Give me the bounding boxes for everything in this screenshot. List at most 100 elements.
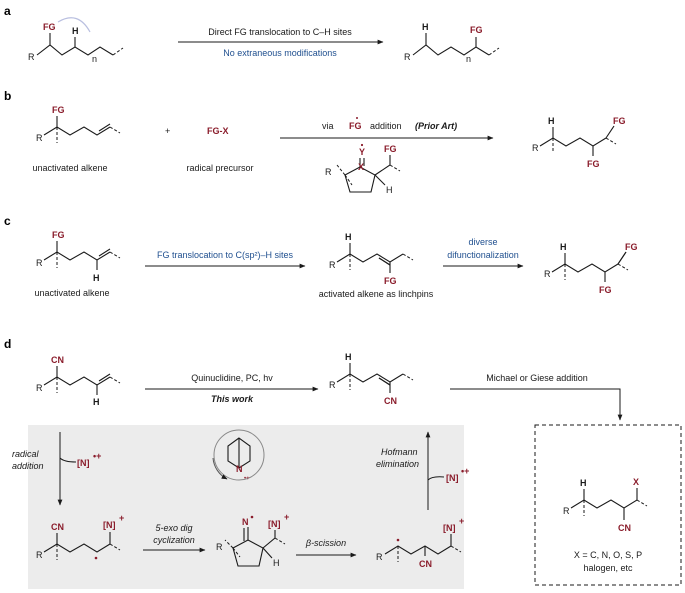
- radical-addition-text-2: addition: [12, 461, 44, 471]
- quinuclidine-catalyst-icon: N •+: [212, 429, 265, 482]
- product-x-scope-2: halogen, etc: [583, 563, 633, 573]
- h-label: H: [72, 26, 79, 36]
- intermediate-radical-adduct: CN R [N] +: [36, 513, 124, 560]
- n-subscript: n: [92, 54, 97, 64]
- product-scope-box: [534, 424, 682, 586]
- panel-a-arrow-bottom-text: No extraneous modifications: [223, 48, 337, 58]
- h-label: H: [580, 478, 587, 488]
- radical-addition-text-1: radical: [12, 449, 40, 459]
- n-atom-label: N: [242, 517, 249, 527]
- x-label: X: [358, 162, 364, 172]
- fg-label: FG: [470, 25, 483, 35]
- panel-d-activated-alkene: H R CN: [329, 352, 414, 406]
- r-label: R: [36, 258, 43, 268]
- h-label: H: [345, 352, 352, 362]
- r-label: R: [216, 542, 223, 552]
- r-label: R: [28, 52, 35, 62]
- r-label: R: [532, 143, 539, 153]
- caption-activated-alkene: activated alkene as linchpins: [319, 289, 434, 299]
- fg-radical-text: FG: [349, 121, 362, 131]
- cyclization-text-1: 5-exo dig: [155, 523, 192, 533]
- h-label: H: [345, 232, 352, 242]
- cn-label: CN: [51, 522, 64, 532]
- caption-unactivated-alkene: unactivated alkene: [34, 288, 109, 298]
- hofmann-text-2: elimination: [376, 459, 419, 469]
- cn-label: CN: [384, 396, 397, 406]
- panel-c-arrow2-text-2: difunctionalization: [447, 250, 519, 260]
- beta-scission-text: β-scission: [305, 538, 346, 548]
- intermediate-scission-product: R CN [N] +: [376, 516, 464, 569]
- fg-label: FG: [613, 116, 626, 126]
- panel-c-arrow1-text: FG translocation to C(sp²)–H sites: [157, 250, 294, 260]
- panel-c-activated-alkene: H R FG: [329, 232, 414, 286]
- fg-label: FG: [384, 276, 397, 286]
- caption-unactivated-alkene: unactivated alkene: [32, 163, 107, 173]
- plus-charge: +: [284, 512, 289, 522]
- via-text: via: [322, 121, 334, 131]
- translocation-curved-arrow: [57, 17, 91, 33]
- h-label: H: [93, 397, 100, 407]
- plus-charge: +: [119, 513, 124, 523]
- panel-b-cyclic-intermediate: Y X R FG H: [325, 143, 401, 195]
- addition-text: addition: [370, 121, 402, 131]
- panel-a-arrow-top-text: Direct FG translocation to C–H sites: [208, 27, 352, 37]
- h-label: H: [548, 116, 555, 126]
- r-label: R: [329, 380, 336, 390]
- plus-charge: +: [459, 516, 464, 526]
- conditions-text: Quinuclidine, PC, hv: [191, 373, 273, 383]
- r-label: R: [544, 269, 551, 279]
- cyclization-text-2: cyclization: [153, 535, 195, 545]
- fg-label: FG: [52, 230, 65, 240]
- reagent-fg-x: FG-X: [207, 126, 229, 136]
- panel-label-b: b: [4, 89, 11, 103]
- fg-label: FG: [52, 105, 65, 115]
- cn-label: CN: [419, 559, 432, 569]
- panel-c-product: H R FG FG: [544, 242, 638, 295]
- panel-a-start-molecule: FG H R n: [28, 17, 124, 64]
- h-label: H: [422, 22, 429, 32]
- panel-c-alkene: FG R H: [36, 230, 121, 283]
- n-plus-label: [N]: [103, 520, 116, 530]
- n-radical-cation-label: [N]: [77, 458, 90, 468]
- panel-c-arrow2-text-1: diverse: [468, 237, 497, 247]
- r-label: R: [404, 52, 411, 62]
- h-label: H: [93, 273, 100, 283]
- radical-dot: [356, 117, 358, 119]
- n-radical-cation-label: [N]: [446, 473, 459, 483]
- fg-label: FG: [384, 144, 397, 154]
- product-difunctionalized: H R CN X: [563, 477, 648, 533]
- panel-label-a: a: [4, 4, 11, 18]
- h-label: H: [560, 242, 567, 252]
- fg-label: FG: [625, 242, 638, 252]
- plus-sign: +: [165, 126, 170, 136]
- prior-art-text: (Prior Art): [415, 121, 457, 131]
- n-plus-label: [N]: [268, 519, 281, 529]
- r-label: R: [563, 506, 570, 516]
- radical-cation-charge: •+: [244, 476, 250, 482]
- x-label: X: [633, 477, 639, 487]
- fg-label: FG: [587, 159, 600, 169]
- panel-b-product: H R FG FG: [532, 116, 626, 169]
- fg-label: FG: [599, 285, 612, 295]
- y-label: Y: [359, 147, 365, 157]
- mechanism-grey-box: [28, 425, 464, 589]
- product-x-scope-1: X = C, N, O, S, P: [574, 550, 642, 560]
- hofmann-text-1: Hofmann: [381, 447, 418, 457]
- michael-giese-text: Michael or Giese addition: [486, 373, 588, 383]
- r-label: R: [36, 550, 43, 560]
- r-label: R: [36, 383, 43, 393]
- caption-radical-precursor: radical precursor: [186, 163, 253, 173]
- h-label: H: [386, 185, 393, 195]
- n-plus-label: [N]: [443, 523, 456, 533]
- h-label: H: [273, 558, 280, 568]
- panel-a-product-molecule: H FG R n: [404, 22, 500, 64]
- cn-label: CN: [618, 523, 631, 533]
- panel-d-michael-arrow: [450, 388, 623, 421]
- fg-label: FG: [43, 22, 56, 32]
- r-label: R: [329, 260, 336, 270]
- this-work-text: This work: [211, 394, 254, 404]
- panel-b-alkene: FG R: [36, 105, 121, 143]
- radical-cation-charge: •+: [93, 451, 101, 461]
- r-label: R: [325, 167, 332, 177]
